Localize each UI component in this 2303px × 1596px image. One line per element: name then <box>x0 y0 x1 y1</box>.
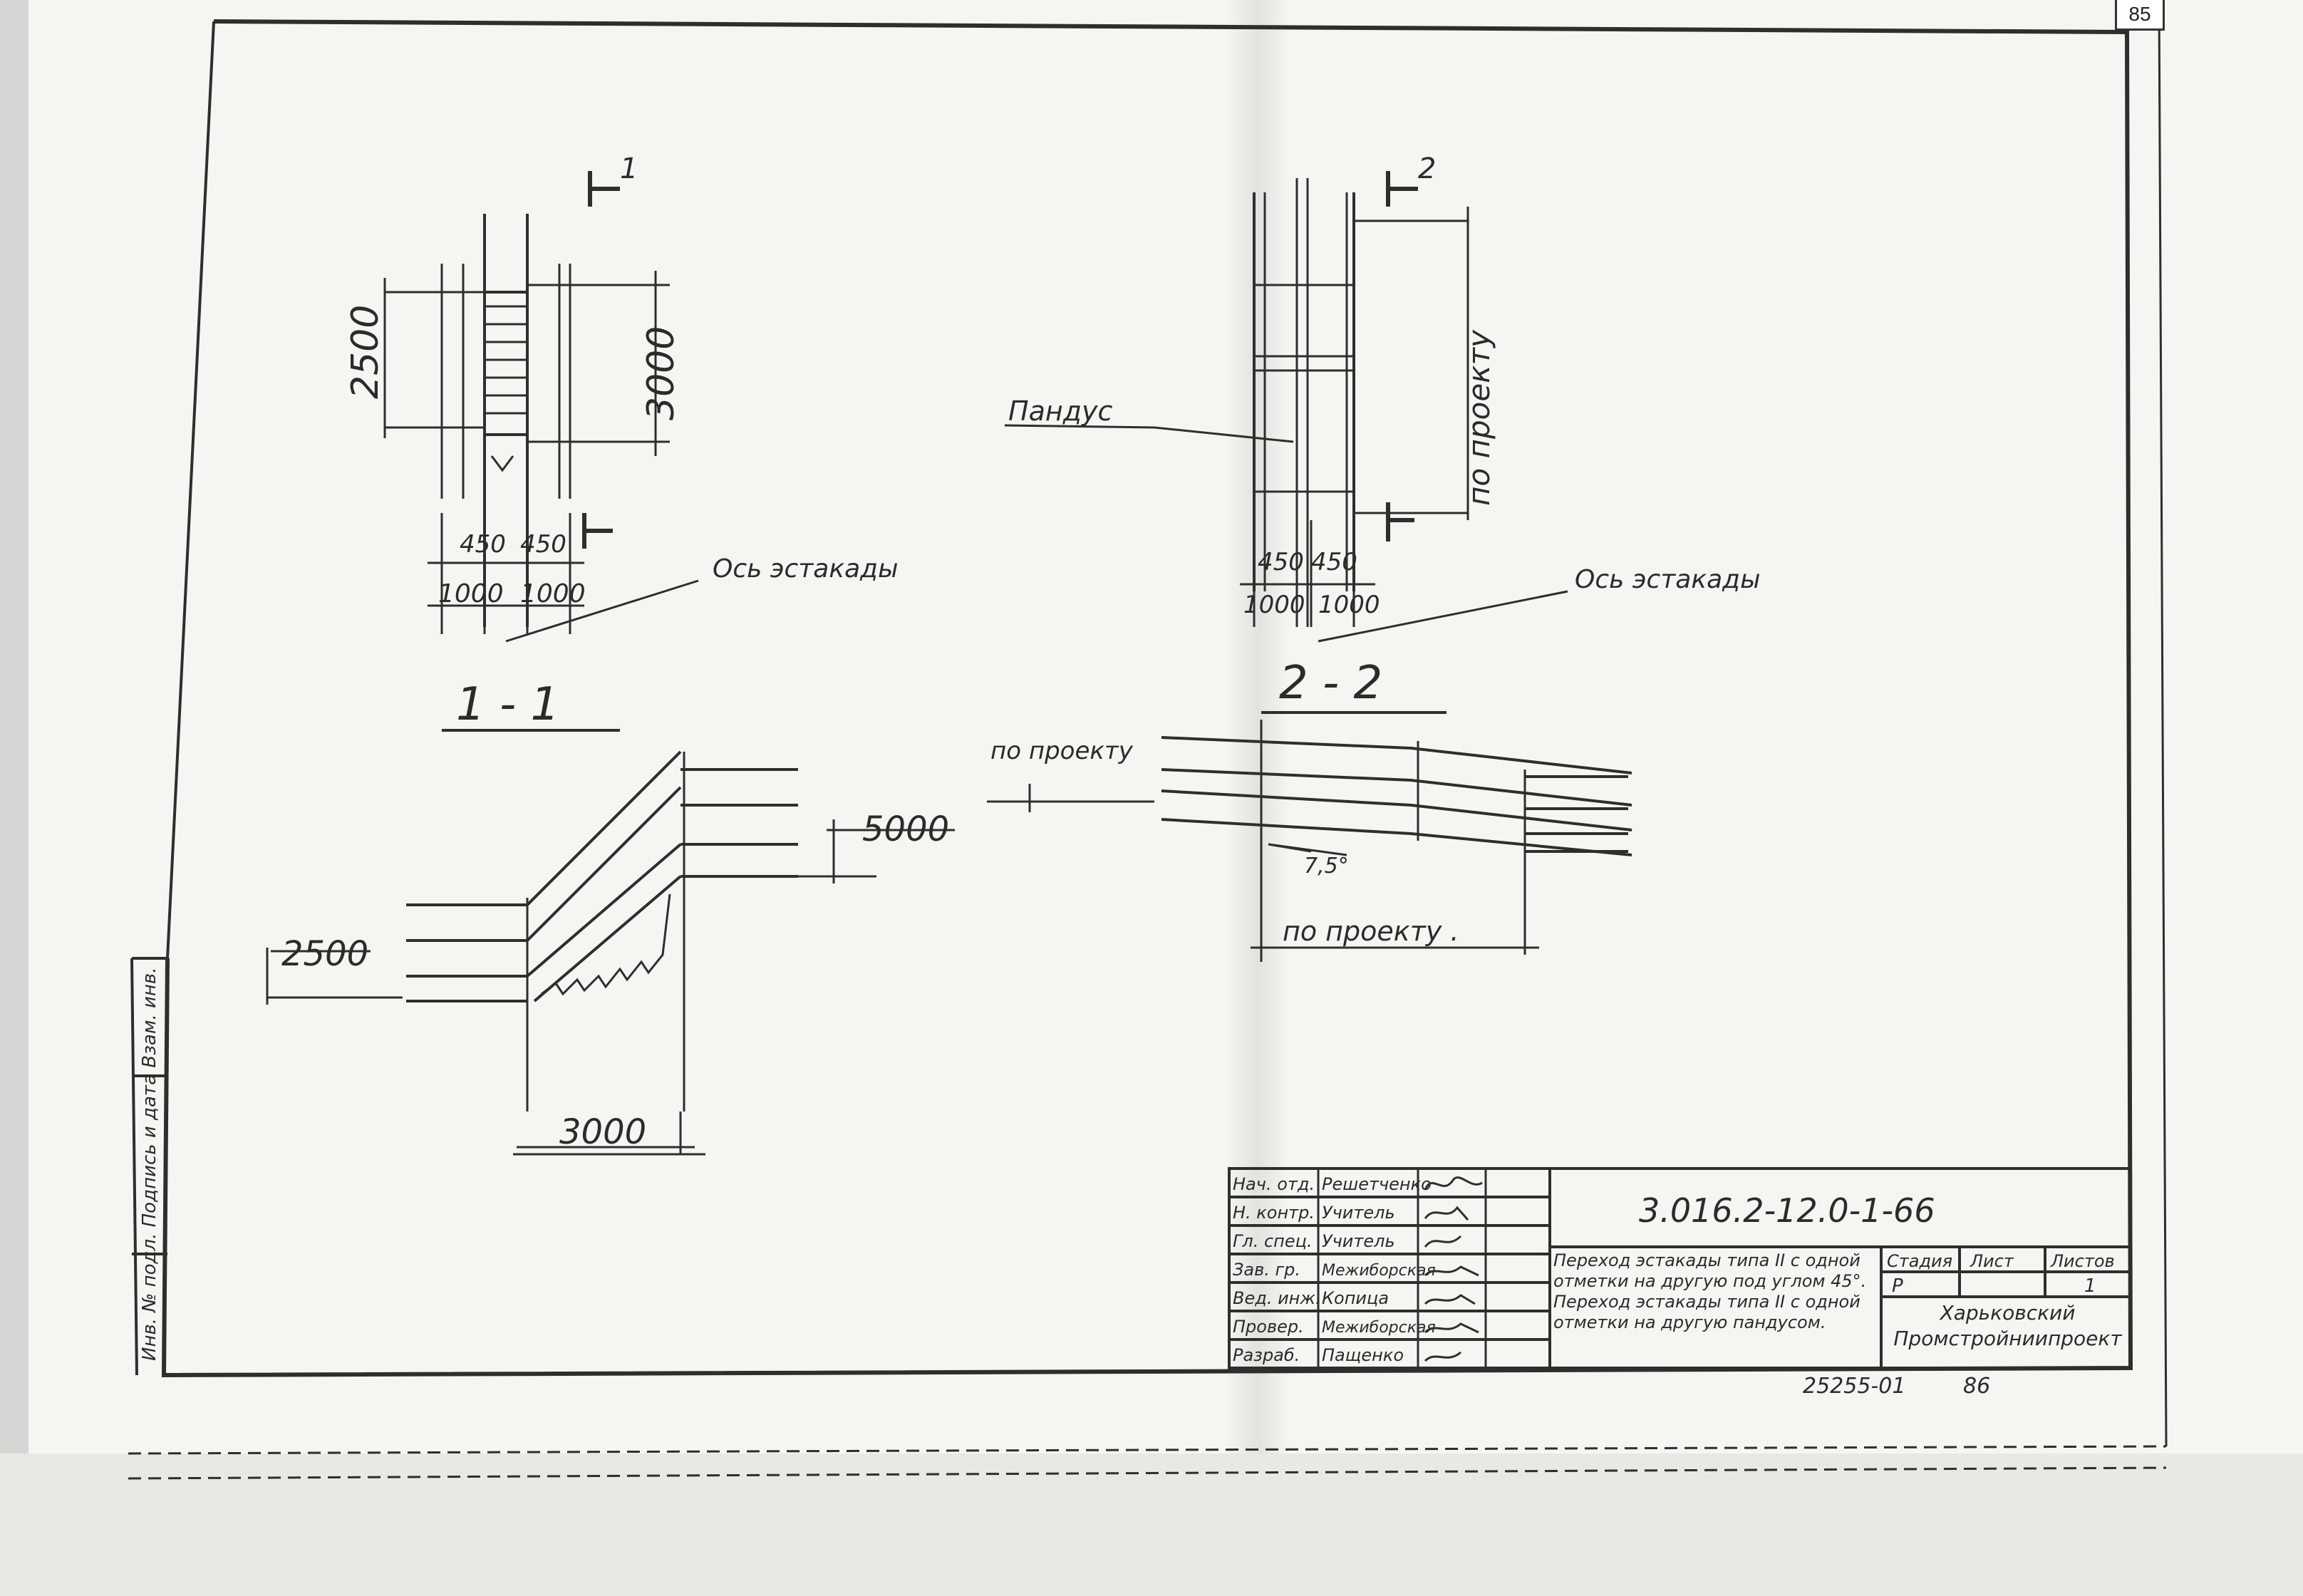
signature-1 <box>1424 1176 1483 1191</box>
plan-2-axis-label: Ось эстакады <box>1575 565 1761 594</box>
tb-name-2: Учитель <box>1322 1203 1395 1223</box>
tb-organization: Харьковский Промстройниипроект <box>1893 1301 2122 1350</box>
tb-sheets-value: 1 <box>2084 1275 2096 1297</box>
tb-role-2: Н. контр. <box>1233 1203 1315 1223</box>
tb-role-6: Провер. <box>1233 1317 1304 1337</box>
tb-role-5: Вед. инж. <box>1233 1288 1321 1308</box>
tb-role-3: Гл. спец. <box>1233 1231 1313 1251</box>
plan-2-dim-right: по проекту <box>1461 329 1496 506</box>
tb-description: Переход эстакады типа II с одной отметки… <box>1553 1250 1867 1332</box>
plan-1-dim-1000-a: 1000 <box>438 579 504 608</box>
tb-name-5: Копица <box>1322 1288 1389 1308</box>
signature-3 <box>1424 1235 1462 1248</box>
section-1-dim-top: 5000 <box>862 809 949 849</box>
section-2-dim-bottom: по проекту . <box>1283 916 1459 947</box>
plan-2-dim-1000-b: 1000 <box>1318 591 1380 619</box>
signature-5 <box>1424 1294 1476 1305</box>
signature-7 <box>1424 1351 1461 1362</box>
tb-description-wrap: Переход эстакады типа II с одной отметки… <box>1553 1250 1867 1332</box>
plan-2-dim-450-b: 450 <box>1311 548 1357 576</box>
plan-2-dim-1000-a: 1000 <box>1243 591 1305 619</box>
plan-1-axis-label: Ось эстакады <box>713 554 899 584</box>
section-2-dim-top: по проекту <box>990 737 1134 765</box>
signature-6 <box>1424 1322 1479 1334</box>
tb-name-6: Межиборская <box>1322 1319 1436 1337</box>
plan-1-dim-450-a: 450 <box>460 530 506 559</box>
tb-stage-header: Стадия <box>1887 1251 1952 1271</box>
section-2: 2 - 2 по проекту 7,5° по проекту . <box>987 657 1632 962</box>
tb-name-4: Межиборская <box>1322 1262 1436 1280</box>
signature-4 <box>1424 1265 1479 1277</box>
section-1: 1 - 1 5000 2500 3000 <box>266 678 955 1156</box>
plan-2-section-mark: 2 <box>1418 152 1436 185</box>
plan-1-dim-right: 3000 <box>640 326 683 420</box>
tb-name-3: Учитель <box>1322 1231 1395 1251</box>
page-number: 85 <box>2115 0 2165 31</box>
tb-role-7: Разраб. <box>1233 1345 1300 1365</box>
tb-footer-number: 25255-01 <box>1803 1374 1905 1399</box>
tb-role-1: Нач. отд. <box>1233 1174 1315 1194</box>
tb-organization-wrap: Харьковский Промстройниипроект <box>1893 1301 2122 1350</box>
section-1-dim-bottom: 3000 <box>559 1112 646 1152</box>
drawing-frame <box>128 0 2168 1480</box>
tb-role-4: Зав. гр. <box>1233 1260 1300 1280</box>
ramp-label: Пандус <box>1008 395 1112 427</box>
section-2-angle: 7,5° <box>1304 854 1349 879</box>
section-1-title: 1 - 1 <box>456 678 559 731</box>
plan-1: 1 2500 3000 450 450 1000 1000 Ось эстака… <box>344 152 899 643</box>
tb-name-7: Пащенко <box>1322 1345 1404 1365</box>
plan-1-dim-1000-b: 1000 <box>520 579 586 608</box>
plan-1-section-mark: 1 <box>620 152 638 185</box>
plan-1-dim-450-b: 450 <box>520 530 566 559</box>
signature-2 <box>1424 1206 1469 1221</box>
section-2-title: 2 - 2 <box>1279 657 1382 710</box>
plan-2: 2 Пандус по проекту 450 450 1000 1000 Ос… <box>1004 152 1761 643</box>
plan-2-dim-450-a: 450 <box>1258 548 1304 576</box>
tb-sheet-header: Лист <box>1970 1251 2014 1271</box>
tb-name-1: Решетченко <box>1322 1174 1432 1194</box>
page-fold-shadow <box>1226 0 1290 1454</box>
sheet-bottom-area <box>0 1454 2303 1596</box>
title-block: Нач. отд. Решетченко Н. контр. Учитель Г… <box>1228 1167 2132 1399</box>
tb-footer-page: 86 <box>1963 1374 1990 1399</box>
margin-note: Инв. № подл. Подпись и дата Взам. инв. <box>139 968 160 1362</box>
plan-1-dim-left: 2500 <box>344 305 387 399</box>
tb-stage-value: Р <box>1892 1275 1903 1297</box>
tb-code: 3.016.2-12.0-1-66 <box>1639 1191 1935 1230</box>
tb-sheets-header: Листов <box>2050 1251 2115 1271</box>
section-1-dim-left: 2500 <box>281 934 368 974</box>
